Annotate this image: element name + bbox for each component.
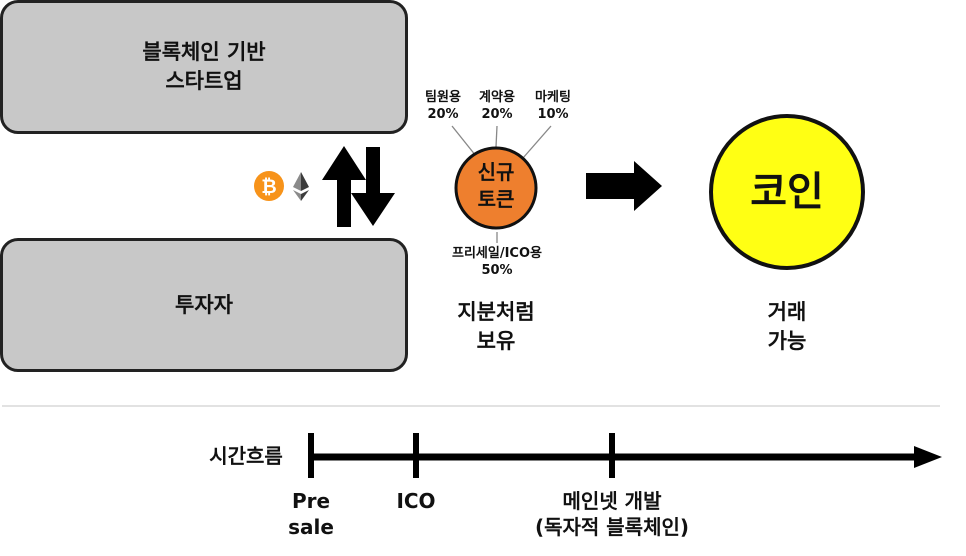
investor-box: 투자자 bbox=[0, 238, 408, 372]
coin-label: 코인 bbox=[750, 169, 824, 215]
equity-label: 지분처럼 보유 bbox=[436, 298, 556, 356]
right-arrow bbox=[586, 161, 662, 211]
token-circle bbox=[454, 146, 538, 230]
down-arrow bbox=[351, 147, 395, 226]
milestone-presale-line2: sale bbox=[288, 515, 334, 539]
allocation-team-pct: 20% bbox=[427, 107, 459, 122]
allocation-marketing-pct: 10% bbox=[537, 107, 569, 122]
milestone-mainnet-line2: (독자적 블록체인) bbox=[534, 515, 690, 539]
timeline-label: 시간흐름 bbox=[209, 444, 283, 468]
allocation-team-name: 팀원용 bbox=[425, 90, 461, 105]
startup-label-line1: 블록체인 기반 bbox=[142, 40, 266, 64]
allocation-contract: 계약용 20% bbox=[466, 89, 528, 123]
allocation-contract-name: 계약용 bbox=[479, 90, 515, 105]
ethereum-icon bbox=[293, 172, 309, 201]
allocation-presale: 프리세일/ICO용 50% bbox=[432, 245, 562, 279]
milestone-presale: Pre sale bbox=[268, 488, 354, 540]
token-label-line1: 신규 bbox=[477, 160, 515, 184]
investor-label: 투자자 bbox=[175, 292, 233, 317]
svg-text:₿: ₿ bbox=[261, 176, 276, 198]
contract-connector-line bbox=[495, 125, 498, 148]
timeline-arrowhead bbox=[914, 446, 942, 468]
team-connector-line bbox=[451, 125, 477, 157]
allocation-presale-pct: 50% bbox=[481, 263, 513, 278]
up-arrow bbox=[322, 146, 366, 227]
allocation-marketing: 마케팅 10% bbox=[522, 89, 584, 123]
marketing-connector-line bbox=[522, 125, 552, 159]
coin-circle bbox=[709, 114, 865, 270]
allocation-marketing-name: 마케팅 bbox=[535, 90, 571, 105]
startup-box: 블록체인 기반 스타트업 bbox=[0, 0, 408, 134]
equity-label-line1: 지분처럼 bbox=[457, 300, 535, 324]
allocation-contract-pct: 20% bbox=[481, 107, 513, 122]
milestone-presale-line1: Pre bbox=[291, 489, 331, 513]
tradable-label-line2: 가능 bbox=[767, 329, 807, 353]
milestone-ico: ICO bbox=[396, 489, 436, 513]
startup-label-line2: 스타트업 bbox=[165, 69, 243, 93]
token-label: 신규 토큰 bbox=[456, 159, 536, 213]
tradable-label: 거래 가능 bbox=[737, 298, 837, 356]
milestone-mainnet: 메인넷 개발 (독자적 블록체인) bbox=[505, 488, 719, 540]
equity-label-line2: 보유 bbox=[476, 329, 516, 353]
bitcoin-icon: ₿ bbox=[254, 171, 284, 201]
milestone-mainnet-line1: 메인넷 개발 bbox=[562, 489, 662, 513]
tradable-label-line1: 거래 bbox=[767, 300, 807, 324]
allocation-presale-name: 프리세일/ICO용 bbox=[452, 246, 542, 261]
allocation-team: 팀원용 20% bbox=[412, 89, 474, 123]
token-label-line2: 토큰 bbox=[477, 187, 515, 211]
